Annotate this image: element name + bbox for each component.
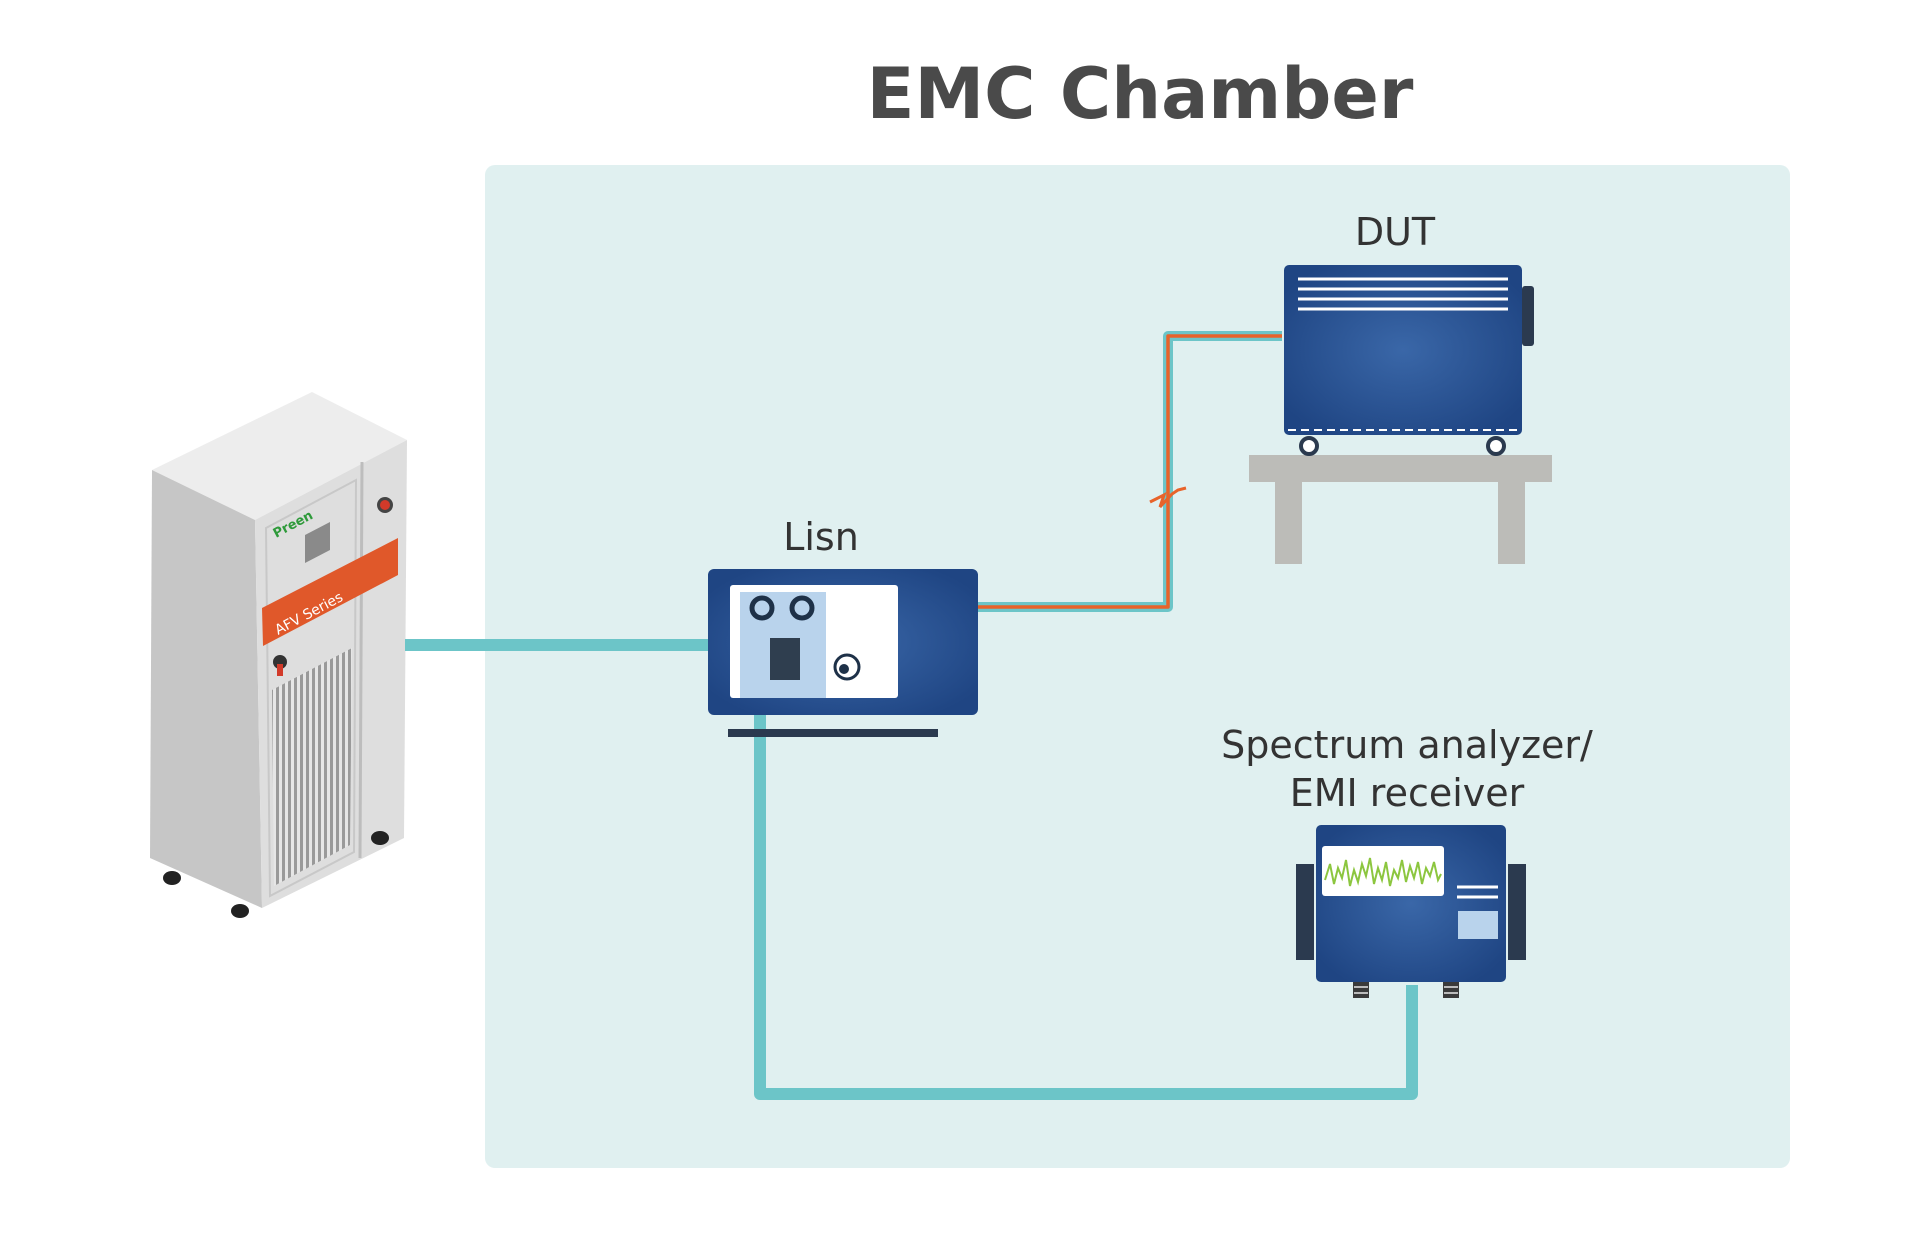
cable-break-symbol	[1149, 486, 1187, 509]
dut-table	[1249, 455, 1552, 564]
cabinet-display	[305, 522, 330, 563]
emergency-stop-icon	[377, 497, 393, 513]
analyzer-label-line1: Spectrum analyzer/	[1221, 723, 1593, 767]
dut-wheels	[1299, 436, 1506, 456]
cabinet-vent-grille	[272, 648, 352, 886]
lisn-knob-icon	[833, 653, 861, 681]
spectrum-waveform	[1324, 857, 1442, 887]
power-switch-icon	[273, 655, 287, 676]
signal-cable-lisn-to-analyzer	[754, 615, 1418, 1100]
emc-chamber-area	[485, 165, 1790, 1168]
dut-side-handle	[1522, 286, 1534, 346]
rf-core-wire	[800, 334, 1282, 609]
power-source-cabinet: AFV Series Preen	[150, 392, 407, 918]
cabinet-wheels	[163, 831, 389, 918]
lisn-label: Lisn	[783, 515, 859, 559]
lisn-device	[708, 569, 978, 737]
dut-label: DUT	[1355, 210, 1436, 254]
lisn-panel-display	[770, 638, 800, 680]
spectrum-analyzer-device	[1296, 825, 1526, 998]
analyzer-label-line2: EMI receiver	[1290, 771, 1525, 815]
series-stripe	[262, 538, 398, 646]
lisn-port-right	[789, 595, 815, 621]
analyzer-keypad	[1458, 911, 1498, 939]
page-title: EMC Chamber	[867, 53, 1414, 135]
lisn-port-left	[749, 595, 775, 621]
dut-device	[1284, 265, 1534, 456]
